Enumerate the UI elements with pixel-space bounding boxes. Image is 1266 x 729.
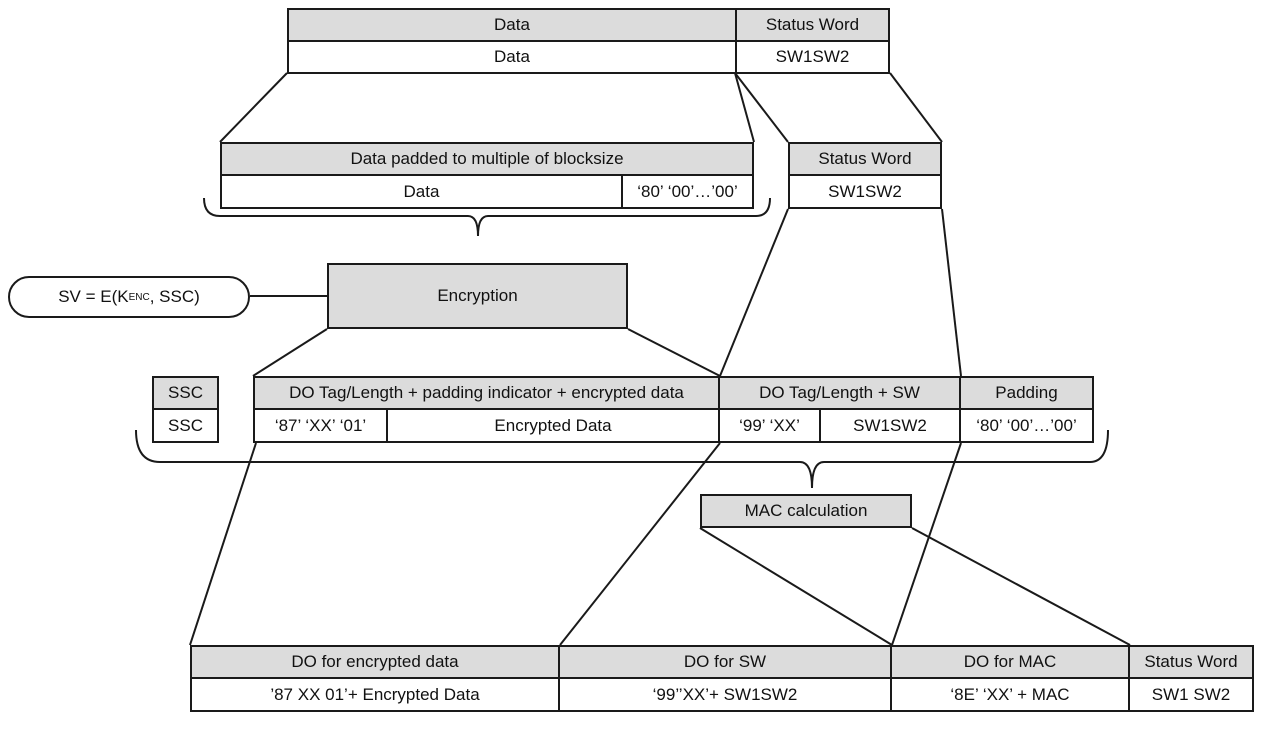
- brace-middle-row: [135, 429, 1109, 489]
- status-line-right: [941, 208, 962, 377]
- bottom-status-word-value: SW1 SW2: [1128, 677, 1254, 712]
- padding-value: ‘80’ ‘00’…’00’: [959, 408, 1094, 443]
- do-sw-bottom-header: DO for SW: [558, 645, 892, 679]
- sv-prefix: SV = E(K: [58, 287, 129, 306]
- mid-status-word-header: Status Word: [788, 142, 942, 176]
- top-data-header: Data: [287, 8, 737, 42]
- padded-data-value: Data: [220, 174, 623, 209]
- mac-line-right: [911, 527, 1131, 646]
- mid-status-word-value: SW1SW2: [788, 174, 942, 209]
- encryption-line-right: [627, 328, 721, 377]
- brace-padded-data: [203, 197, 771, 237]
- funnel-line-data-left: [219, 72, 288, 143]
- down-line-sw-left: [559, 442, 721, 646]
- do-sw-tag-value: ‘99’ ‘XX’: [718, 408, 821, 443]
- top-data-value: Data: [287, 40, 737, 74]
- sv-subscript: ENC: [128, 291, 150, 303]
- top-status-word-header: Status Word: [735, 8, 890, 42]
- padded-padding-value: ‘80’ ‘00’…’00’: [621, 174, 754, 209]
- do-enc-tag-value: ‘87’ ‘XX’ ‘01’: [253, 408, 388, 443]
- down-line-sw-right: [891, 442, 962, 646]
- funnel-line-status-right: [889, 72, 943, 143]
- do-mac-value: ‘8E’ ‘XX’ + MAC: [890, 677, 1130, 712]
- down-line-enc-left: [189, 442, 257, 646]
- do-sw-header: DO Tag/Length + SW: [718, 376, 961, 410]
- encryption-box: Encryption: [327, 263, 628, 329]
- do-mac-header: DO for MAC: [890, 645, 1130, 679]
- do-encrypted-data-value: ’87 XX 01’+ Encrypted Data: [190, 677, 560, 712]
- do-sw-sw1sw2-value: SW1SW2: [819, 408, 961, 443]
- do-encrypted-data-header: DO for encrypted data: [190, 645, 560, 679]
- bottom-status-word-header: Status Word: [1128, 645, 1254, 679]
- top-status-word-value: SW1SW2: [735, 40, 890, 74]
- status-line-left: [719, 208, 789, 377]
- mac-line-left: [699, 527, 893, 646]
- padded-data-header: Data padded to multiple of blocksize: [220, 142, 754, 176]
- encryption-line-left: [252, 328, 328, 377]
- do-enc-data-header: DO Tag/Length + padding indicator + encr…: [253, 376, 720, 410]
- funnel-line-status-left: [734, 72, 789, 143]
- do-sw-bottom-value: ‘99’’XX’+ SW1SW2: [558, 677, 892, 712]
- ssc-header: SSC: [152, 376, 219, 410]
- mac-calculation-box: MAC calculation: [700, 494, 912, 528]
- funnel-line-data-right: [734, 72, 755, 143]
- ssc-value: SSC: [152, 408, 219, 443]
- sv-suffix: , SSC): [149, 287, 200, 306]
- encrypted-data-value: Encrypted Data: [386, 408, 720, 443]
- padding-header: Padding: [959, 376, 1094, 410]
